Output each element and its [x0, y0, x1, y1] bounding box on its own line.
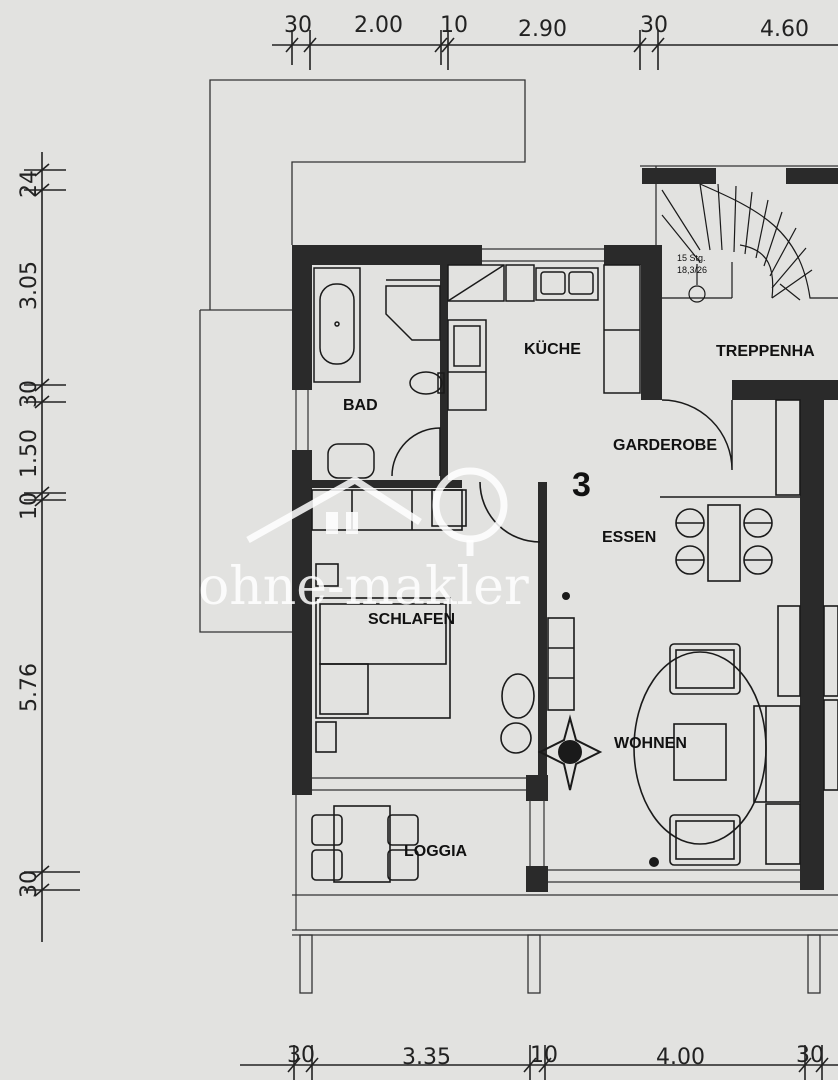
outline-lines [199, 79, 838, 994]
dim-top-2: 2.00 [354, 13, 403, 38]
washbasin [327, 443, 375, 479]
loggia-furniture [311, 805, 419, 883]
stair-note-ratio: 18,3/26 [677, 265, 707, 275]
sofa [753, 705, 801, 803]
watermark-logo [246, 467, 508, 556]
room-label-bad: BAD [343, 397, 378, 414]
dim-top-5: 30 [640, 13, 668, 38]
wall-right [800, 400, 824, 890]
dim-left-5: 10 [17, 492, 42, 520]
bath-door-swing [391, 427, 441, 477]
bathroom-fixtures [313, 267, 445, 479]
wall-stair-bottom [732, 380, 838, 400]
walls [292, 168, 838, 892]
bathtub [313, 267, 361, 383]
stair-note-steps: 15 Stg. [677, 253, 706, 263]
staircase [661, 183, 838, 303]
kitchen-fixtures [447, 264, 733, 471]
dim-bottom-2: 3.35 [402, 1045, 451, 1070]
toilet [409, 371, 443, 395]
dim-left-2: 3.05 [17, 261, 42, 310]
wall-stair [641, 245, 662, 400]
wall-top-left [292, 245, 482, 265]
shower [385, 285, 441, 341]
living-room-furniture [633, 605, 838, 866]
dim-top-4: 2.90 [518, 17, 567, 42]
armchair-bottom [669, 814, 741, 866]
side-table [501, 673, 535, 719]
room-label-schlafen: SCHLAFEN [368, 611, 455, 628]
top-dimension-chain [272, 30, 838, 70]
coffee-table [673, 723, 727, 781]
room-label-garderobe: GARDEROBE [613, 437, 717, 454]
dim-bottom-4: 4.00 [656, 1045, 705, 1070]
room-label-kueche: KÜCHE [524, 339, 581, 358]
wall-stair-top-right [786, 168, 838, 184]
wall-left-lower [292, 450, 312, 795]
bottom-dimension-chain [240, 1045, 838, 1080]
dim-bottom-1: 30 [287, 1043, 315, 1068]
dim-left-4: 1.50 [17, 429, 42, 478]
dim-bottom-3: 10 [530, 1043, 558, 1068]
watermark-text: ohne-makler [198, 557, 529, 617]
bedroom-furniture [311, 481, 575, 754]
kitchen-counter-left [447, 319, 487, 411]
dim-top-1: 30 [284, 13, 312, 38]
shelf [547, 617, 575, 711]
plant-icon [537, 592, 659, 867]
dim-top-3: 10 [440, 13, 468, 38]
wall-pillar-loggia [526, 775, 548, 801]
sink [535, 267, 599, 301]
entry-door-swing [661, 399, 733, 471]
room-label-treppenhaus: TREPPENHA [716, 343, 815, 360]
dim-left-7: 30 [17, 870, 42, 898]
left-dimension-chain [24, 152, 80, 942]
room-label-loggia: LOGGIA [404, 843, 468, 860]
windows [295, 248, 800, 930]
wall-bath-bottom [312, 480, 462, 488]
room-label-wohnen: WOHNEN [614, 735, 687, 752]
dim-left-1: 24 [17, 170, 42, 198]
wardrobe [311, 489, 463, 531]
wall-stair-top [642, 168, 716, 184]
kitchen-counter-right [603, 264, 641, 394]
dim-left-6: 5.76 [17, 663, 42, 712]
dining-table [707, 504, 741, 582]
dim-bottom-5: 30 [796, 1043, 824, 1068]
wall-pillar-bottom [526, 866, 548, 892]
armchair-top [669, 643, 741, 695]
wall-left-upper [292, 245, 312, 390]
wall-bedroom-right [538, 482, 547, 782]
unit-number: 3 [572, 466, 591, 504]
dim-top-6: 4.60 [760, 17, 809, 42]
dim-left-3: 30 [17, 380, 42, 408]
room-label-essen: ESSEN [602, 529, 656, 546]
dining-set [660, 399, 801, 582]
bed [315, 597, 451, 719]
